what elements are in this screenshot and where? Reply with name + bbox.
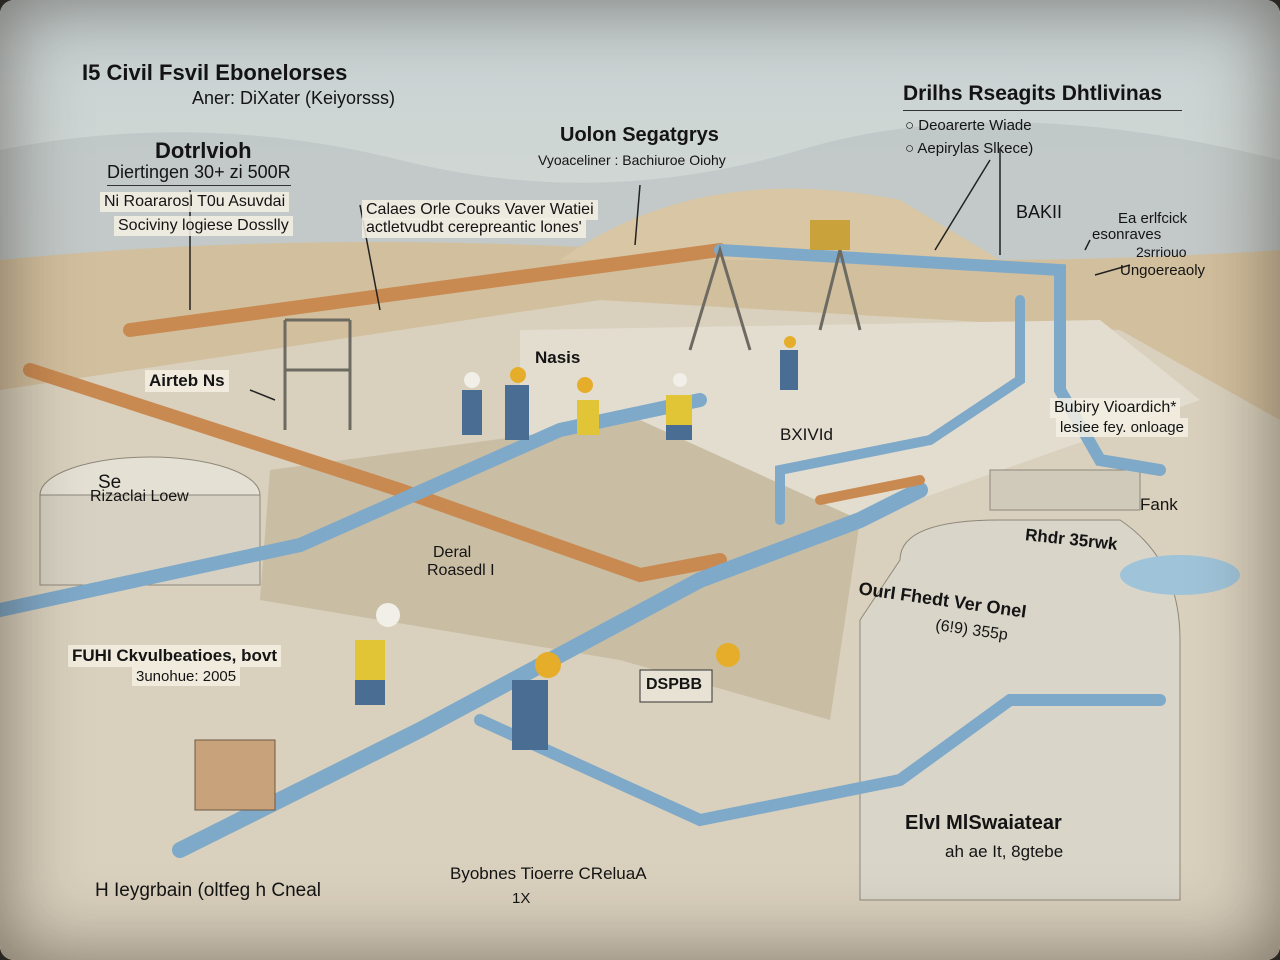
label-right-note-3: 2srriouo bbox=[1136, 244, 1187, 260]
left-block-title: Dotrlvioh bbox=[155, 138, 252, 163]
label-bubiry-2: lesiee fey. onloage bbox=[1056, 418, 1188, 438]
label-fuh-1: FUHI Ckvulbeatioes, bovt bbox=[68, 645, 281, 667]
right-block-item: ○ Deoarerte Wiade bbox=[905, 117, 1032, 134]
right-block-title: Drilhs Rseagits Dhtlivinas bbox=[903, 82, 1183, 112]
callout-top-line1: Calaes Orle Couks Vaver Watiei bbox=[362, 200, 598, 221]
pipe-orange-main bbox=[23, 363, 727, 583]
label-right-note-2: esonraves bbox=[1092, 226, 1162, 243]
label-bakii: BAKII bbox=[1016, 202, 1063, 222]
right-block-item: ○ Aepirylas Slkece) bbox=[905, 140, 1034, 157]
workers bbox=[355, 336, 798, 750]
generator bbox=[194, 739, 276, 811]
label-bxivid: BXIVId bbox=[780, 425, 833, 444]
pipe-blue-left bbox=[0, 393, 707, 617]
callout-lines bbox=[189, 150, 1131, 401]
right-block-item-text: Deoarerte Wiade bbox=[918, 117, 1032, 134]
label-deral-1: Deral bbox=[433, 544, 472, 561]
label-fank: Fank bbox=[1140, 495, 1178, 514]
label-fuh-2: 3unohue: 2005 bbox=[132, 667, 241, 687]
right-block-item-text: Aepirylas Slkece) bbox=[917, 140, 1034, 157]
scaffold bbox=[283, 318, 352, 430]
crane bbox=[810, 220, 850, 250]
center-block-subtitle: Vyoaceliner : Bachiuroe Oiohy bbox=[538, 152, 726, 168]
header-subtitle: Aner: DiXater (Keiyorsss) bbox=[192, 88, 396, 108]
center-block-title: Uolon Segatgrys bbox=[560, 124, 719, 146]
label-dspbb: DSPBB bbox=[646, 676, 703, 693]
label-airtebns: Airteb Ns bbox=[145, 370, 229, 392]
left-block-subtitle: Diertingen 30+ zi 500R bbox=[107, 162, 291, 186]
label-elvi-2: ah ae It, 8gtebe bbox=[945, 842, 1064, 861]
label-elvi-1: ElvI MlSwaiatear bbox=[905, 812, 1062, 834]
tank-right bbox=[859, 519, 1181, 901]
label-heygbain: H Ieygrbain (oltfeg h Cneal bbox=[95, 880, 322, 901]
header-title: I5 Civil Fsvil Ebonelorses bbox=[82, 60, 348, 85]
label-bybines-1: Byobnes Tioerre CReluaA bbox=[450, 864, 647, 883]
pipe-blue-upper bbox=[714, 244, 1166, 476]
left-block-line2: Sociviny logiese Dosslly bbox=[114, 216, 293, 237]
label-right-note-4: Ungoereaoly bbox=[1120, 262, 1206, 279]
callout-top-line2: actletvudbt cerepreantic lones' bbox=[362, 218, 586, 239]
label-deral-2: Roasedl I bbox=[427, 562, 495, 579]
label-bubiry-1: Bubiry Vioardich* bbox=[1050, 398, 1181, 419]
label-bybines-2: 1X bbox=[512, 890, 531, 907]
label-tank-left-1: Se bbox=[98, 472, 122, 493]
left-block-line1: Ni Roararosl T0u Asuvdai bbox=[100, 192, 290, 213]
pipe-orange-upper bbox=[123, 243, 727, 337]
label-right-note-1: Ea erlfcick bbox=[1118, 210, 1188, 227]
label-nasis: Nasis bbox=[535, 348, 581, 367]
pipe-blue-main bbox=[172, 482, 928, 858]
label-tank-left-2: Rizaclai Loew bbox=[90, 488, 189, 505]
